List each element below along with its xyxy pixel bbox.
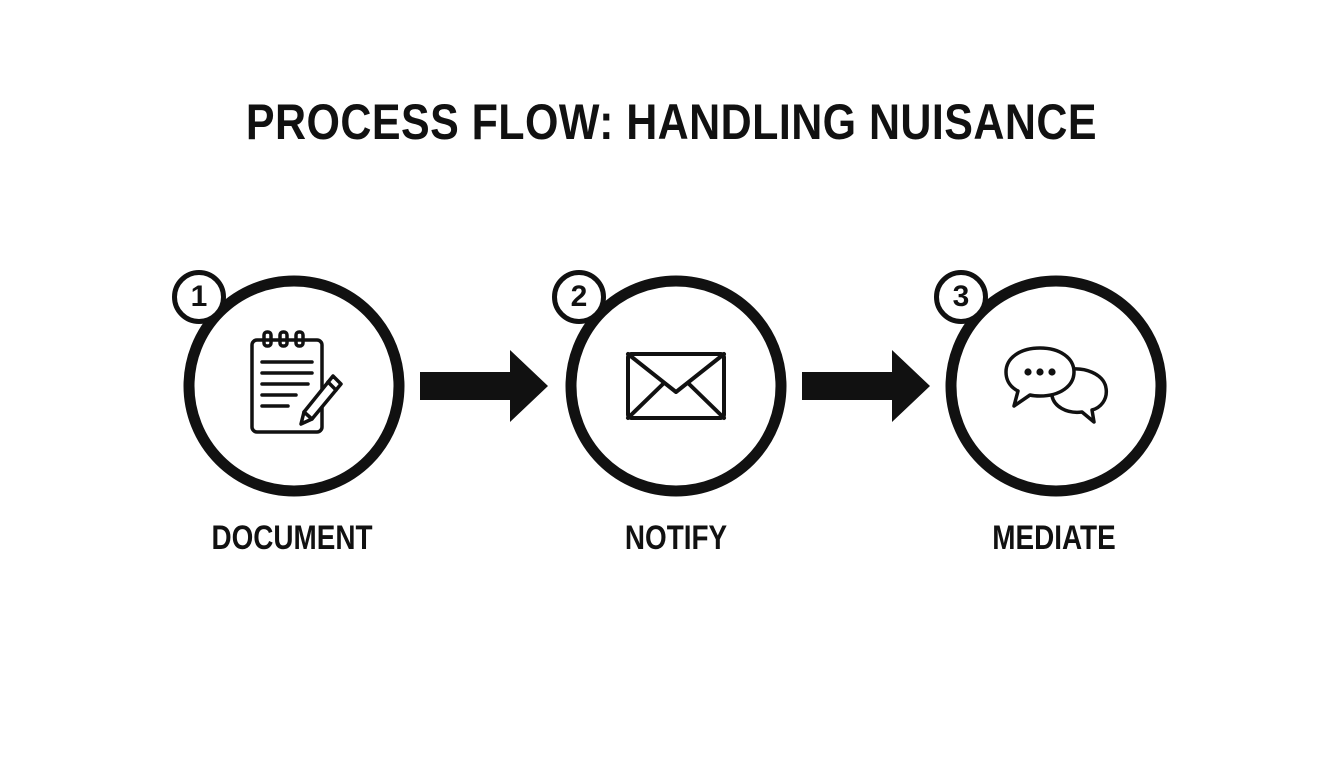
chat-bubbles-icon: [1004, 346, 1109, 424]
step-mediate: 3 MEDIATE: [934, 270, 1176, 572]
step-number-badge: 2: [552, 270, 606, 324]
step-ring: [183, 275, 405, 497]
step-number-badge: 3: [934, 270, 988, 324]
step-label: NOTIFY: [624, 519, 728, 557]
right-arrow-icon: [802, 350, 930, 422]
step-ring: [945, 275, 1167, 497]
step-ring: [565, 275, 787, 497]
step-number-badge: 1: [172, 270, 226, 324]
step-label: DOCUMENT: [211, 519, 373, 557]
step-document: 1 DOCUMENT: [172, 270, 414, 572]
step-notify: 2 NOTIFY: [552, 270, 796, 572]
right-arrow-icon: [420, 350, 548, 422]
notepad-pencil-icon: [250, 330, 343, 434]
envelope-icon: [626, 352, 726, 420]
step-label: MEDIATE: [992, 519, 1116, 557]
diagram-title: PROCESS FLOW: HANDLING NUISANCE: [245, 94, 1097, 150]
